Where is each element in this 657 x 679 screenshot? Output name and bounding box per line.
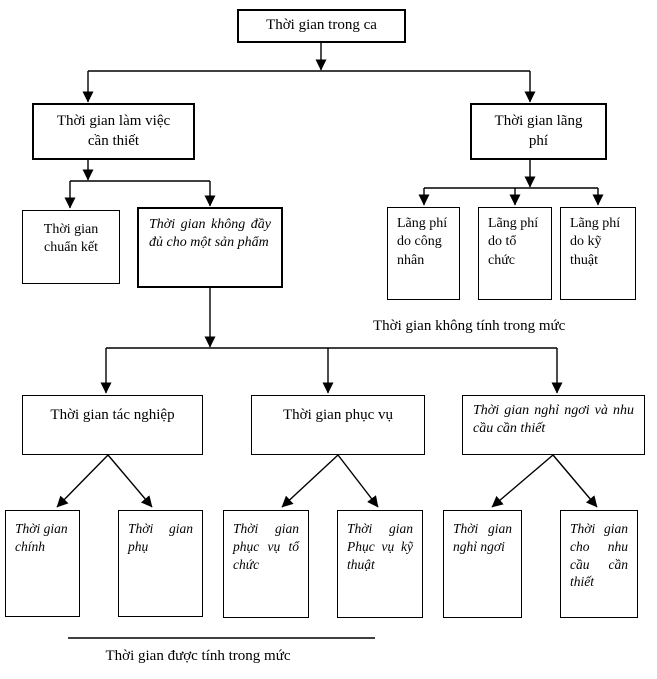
node-thoi-gian-chinh: Thời gian chính (5, 510, 80, 617)
connector-line (281, 454, 339, 508)
node-lang-phi-do-to-chuc: Lãng phí do tổ chức (478, 207, 552, 300)
node-thoi-gian-nghi-ngoi-va-nhu-cau: Thời gian nghỉ ngơi và nhu cầu cần thiết (462, 395, 645, 455)
connector-line (337, 454, 379, 508)
node-lang-phi-do-ky-thuat: Lãng phí do kỹ thuật (560, 207, 636, 300)
node-thoi-gian-cho-nhu-cau-can-thiet: Thời gian cho nhu cầu cần thiết (560, 510, 638, 618)
node-thoi-gian-nghi-ngoi: Thời gian nghỉ ngơi (443, 510, 522, 618)
connector-line (56, 454, 109, 508)
label-thoi-gian-khong-tinh-trong-muc: Thời gian không tính trong mức (373, 318, 566, 334)
node-thoi-gian-chuan-ket: Thời gian chuẩn kết (22, 210, 120, 284)
node-thoi-gian-phuc-vu-to-chuc: Thời gian phục vụ tổ chức (223, 510, 309, 618)
node-thoi-gian-tac-nghiep: Thời gian tác nghiệp (22, 395, 203, 455)
label-thoi-gian-duoc-tinh-trong-muc: Thời gian được tính trong mức (105, 648, 291, 664)
node-thoi-gian-trong-ca: Thời gian trong ca (237, 9, 406, 43)
node-thoi-gian-khong-day-du: Thời gian không đầy đủ cho một sản phẩm (137, 207, 283, 288)
node-thoi-gian-lam-viec-can-thiet: Thời gian làm việc cần thiết (32, 103, 195, 160)
connector-line (491, 454, 554, 508)
connector-line (552, 454, 598, 508)
node-thoi-gian-lang-phi: Thời gian lãng phí (470, 103, 607, 160)
node-thoi-gian-phuc-vu-ky-thuat: Thời gian Phục vụ kỹ thuật (337, 510, 423, 618)
node-thoi-gian-phuc-vu: Thời gian phục vụ (251, 395, 425, 455)
node-thoi-gian-phu: Thời gian phụ (118, 510, 203, 617)
node-lang-phi-do-cong-nhan: Lãng phí do công nhân (387, 207, 460, 300)
connector-line (107, 454, 153, 508)
